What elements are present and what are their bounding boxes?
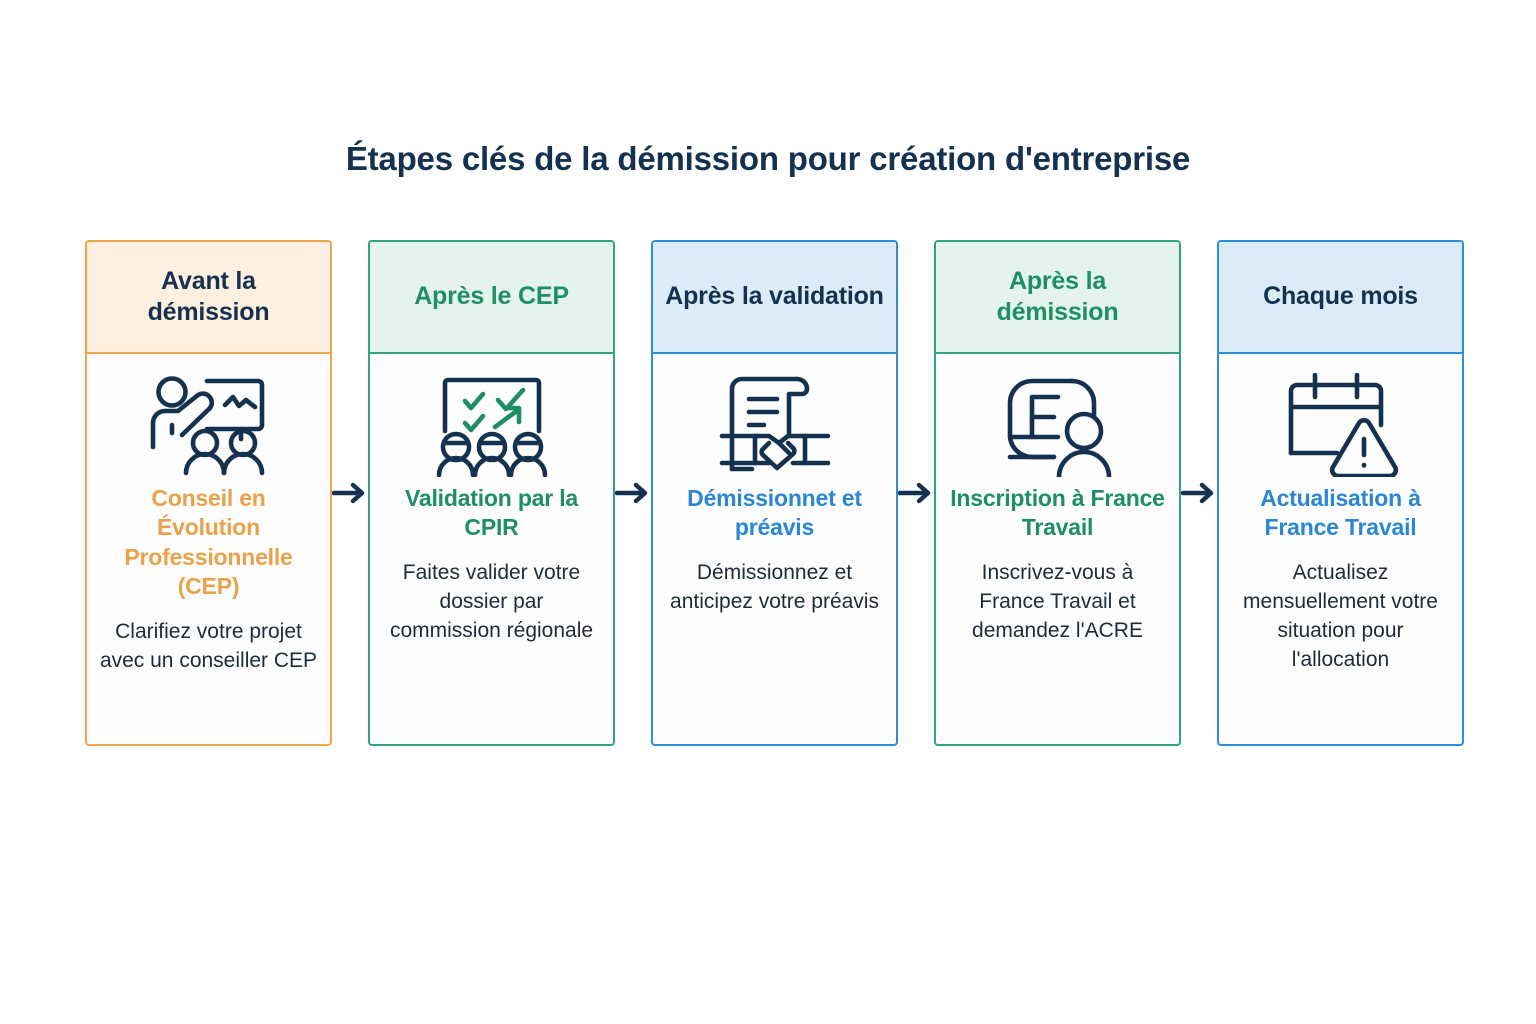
step-3-body: Démissionnet et préavis Démissionnez et … — [653, 354, 896, 744]
step-1-header-label: Avant la démission — [147, 266, 270, 326]
arrow-right-icon-3 — [898, 240, 934, 746]
step-3-header: Après la validation — [653, 242, 896, 354]
step-4-header: Après la démission — [936, 242, 1179, 354]
arrow-right-icon-2 — [615, 240, 651, 746]
step-1-body: Conseil en Évolution Professionnelle (CE… — [87, 354, 330, 744]
arrow-right-icon-1 — [332, 240, 368, 746]
process-flow: Avant la démission — [85, 240, 1464, 746]
france-travail-card-person-icon — [1002, 370, 1114, 480]
step-5-title: Actualisation à France Travail — [1260, 485, 1421, 541]
step-5-header: Chaque mois — [1219, 242, 1462, 354]
step-1-header: Avant la démission — [87, 242, 330, 354]
presenter-whiteboard-audience-icon — [146, 370, 272, 480]
step-5-body: Actualisation à France Travail Actualise… — [1219, 354, 1462, 744]
step-1-description: Clarifiez votre projet avec un conseille… — [99, 619, 318, 672]
step-3-header-label: Après la validation — [665, 282, 884, 311]
step-5-header-label: Chaque mois — [1263, 282, 1418, 311]
arrow-right-icon-4 — [1181, 240, 1217, 746]
step-2-title: Validation par la CPIR — [405, 485, 578, 541]
step-4-title: Inscription à France Travail — [950, 485, 1165, 541]
checklist-board-committee-icon — [432, 370, 552, 480]
step-4-body: Inscription à France Travail Inscrivez-v… — [936, 354, 1179, 744]
page-title: Étapes clés de la démission pour créatio… — [345, 140, 1191, 177]
step-3-description: Démissionnez et anticipez votre préavis — [670, 560, 879, 613]
step-card-4[interactable]: Après la démission — [934, 240, 1181, 746]
step-3-title: Démissionnet et préavis — [687, 485, 862, 541]
calendar-warning-icon — [1281, 370, 1401, 480]
step-4-description: Inscrivez-vous à France Travail et deman… — [972, 560, 1143, 642]
step-2-body: Validation par la CPIR Faites valider vo… — [370, 354, 613, 744]
step-card-1[interactable]: Avant la démission — [85, 240, 332, 746]
step-card-5[interactable]: Chaque mois — [1217, 240, 1464, 746]
step-5-description: Actualisez mensuellement votre situation… — [1243, 560, 1438, 671]
document-handshake-icon — [719, 370, 831, 480]
step-card-3[interactable]: Après la validation — [651, 240, 898, 746]
step-1-title: Conseil en Évolution Professionnelle (CE… — [124, 485, 293, 600]
step-card-2[interactable]: Après le CEP — [368, 240, 615, 746]
step-2-description: Faites valider votre dossier par commiss… — [389, 560, 594, 642]
step-2-header: Après le CEP — [370, 242, 613, 354]
step-2-header-label: Après le CEP — [414, 282, 569, 311]
step-4-header-label: Après la démission — [996, 266, 1119, 326]
